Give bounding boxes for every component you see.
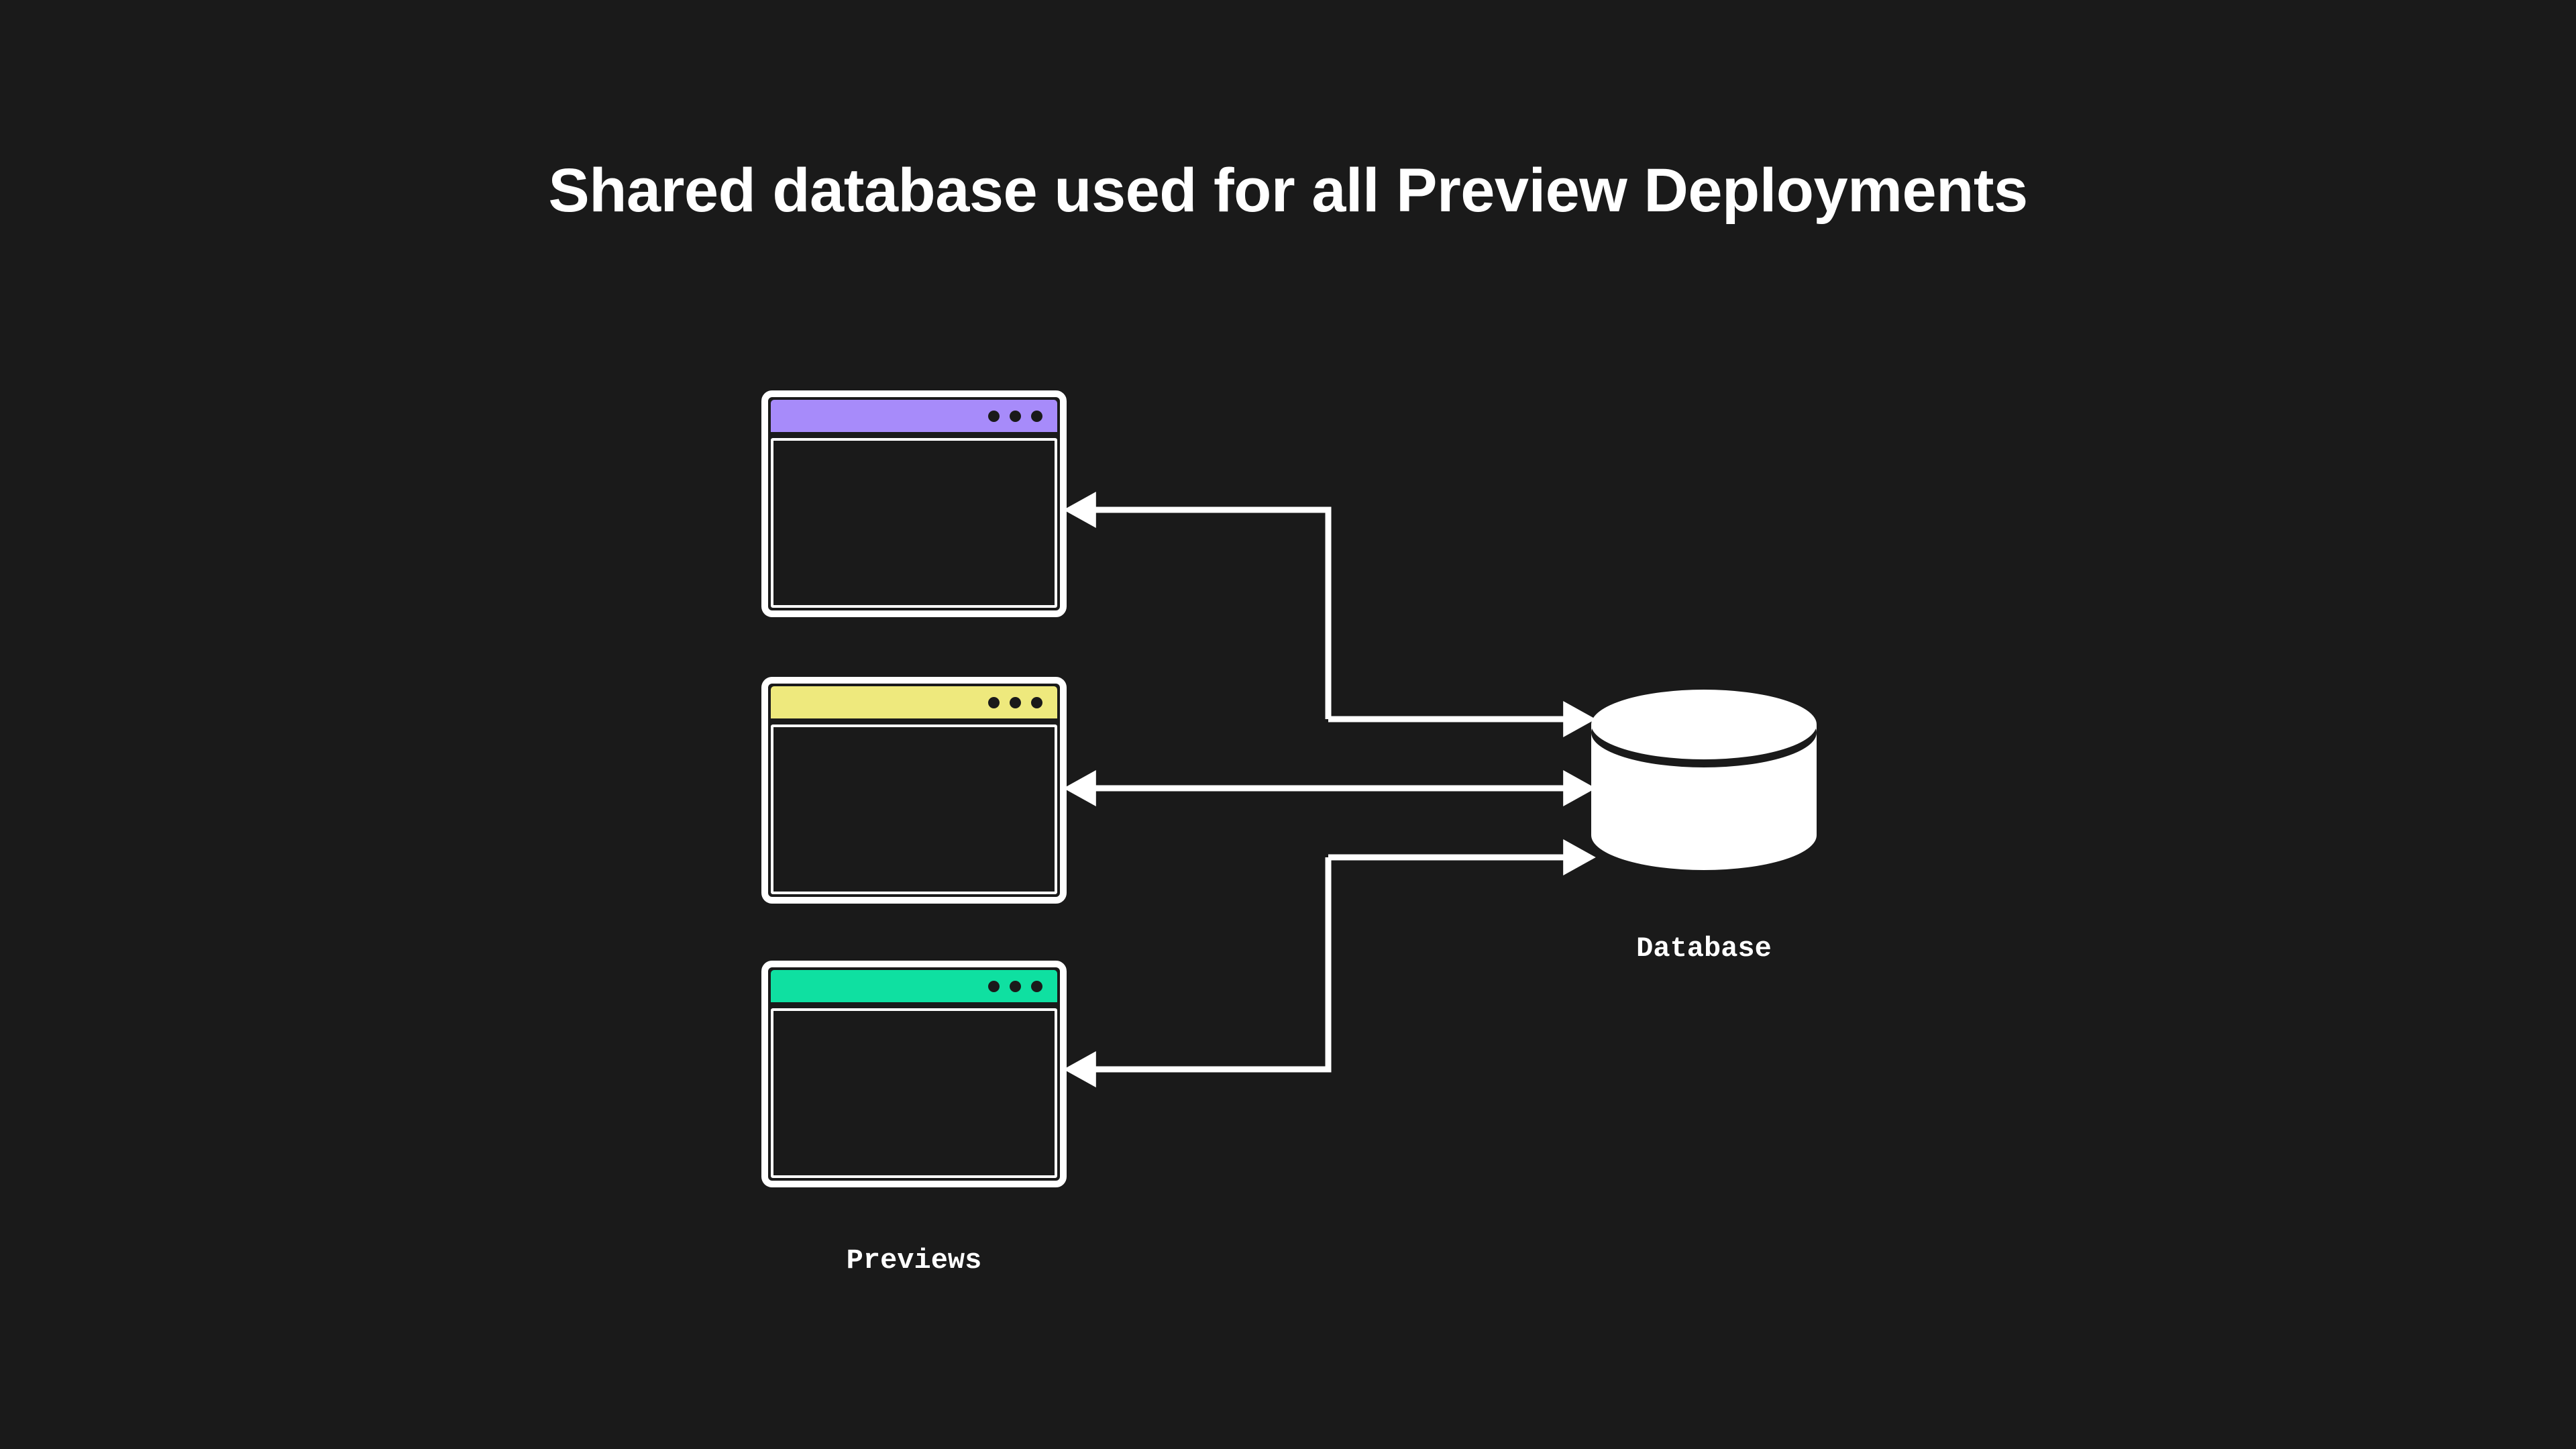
preview-window-purple[interactable] bbox=[761, 390, 1067, 617]
window-control-dot-icon[interactable] bbox=[1031, 410, 1042, 422]
titlebar-green bbox=[771, 970, 1057, 1002]
window-control-dot-icon[interactable] bbox=[1010, 696, 1021, 708]
window-control-dot-icon[interactable] bbox=[988, 410, 1000, 422]
window-controls-green[interactable] bbox=[988, 980, 1042, 992]
preview-window-yellow[interactable] bbox=[761, 677, 1067, 904]
database-cylinder-top bbox=[1591, 690, 1817, 759]
window-control-dot-icon[interactable] bbox=[988, 696, 1000, 708]
database-cylinder[interactable] bbox=[1591, 690, 1817, 870]
titlebar-purple bbox=[771, 400, 1057, 432]
edge-db-to-preview-1 bbox=[1063, 492, 1596, 737]
window-control-dot-icon[interactable] bbox=[1010, 410, 1021, 422]
window-content-green bbox=[771, 1008, 1057, 1178]
window-control-dot-icon[interactable] bbox=[1031, 696, 1042, 708]
titlebar-yellow bbox=[771, 686, 1057, 718]
database-label: Database bbox=[1636, 932, 1772, 965]
database-cylinder-seam bbox=[1591, 698, 1817, 767]
previews-group-label: Previews bbox=[846, 1244, 982, 1277]
window-controls-purple[interactable] bbox=[988, 410, 1042, 422]
preview-window-green[interactable] bbox=[761, 961, 1067, 1187]
window-control-dot-icon[interactable] bbox=[1031, 980, 1042, 992]
database-cylinder-body bbox=[1591, 724, 1817, 870]
window-content-yellow bbox=[771, 724, 1057, 894]
window-content-purple bbox=[771, 438, 1057, 608]
window-controls-yellow[interactable] bbox=[988, 696, 1042, 708]
page-title: Shared database used for all Preview Dep… bbox=[548, 156, 2028, 225]
edge-db-to-preview-1-to-window bbox=[1063, 492, 1332, 719]
edge-db-to-preview-3-to-window bbox=[1063, 857, 1332, 1087]
window-control-dot-icon[interactable] bbox=[988, 980, 1000, 992]
window-control-dot-icon[interactable] bbox=[1010, 980, 1021, 992]
edge-db-to-preview-3 bbox=[1063, 839, 1596, 1087]
